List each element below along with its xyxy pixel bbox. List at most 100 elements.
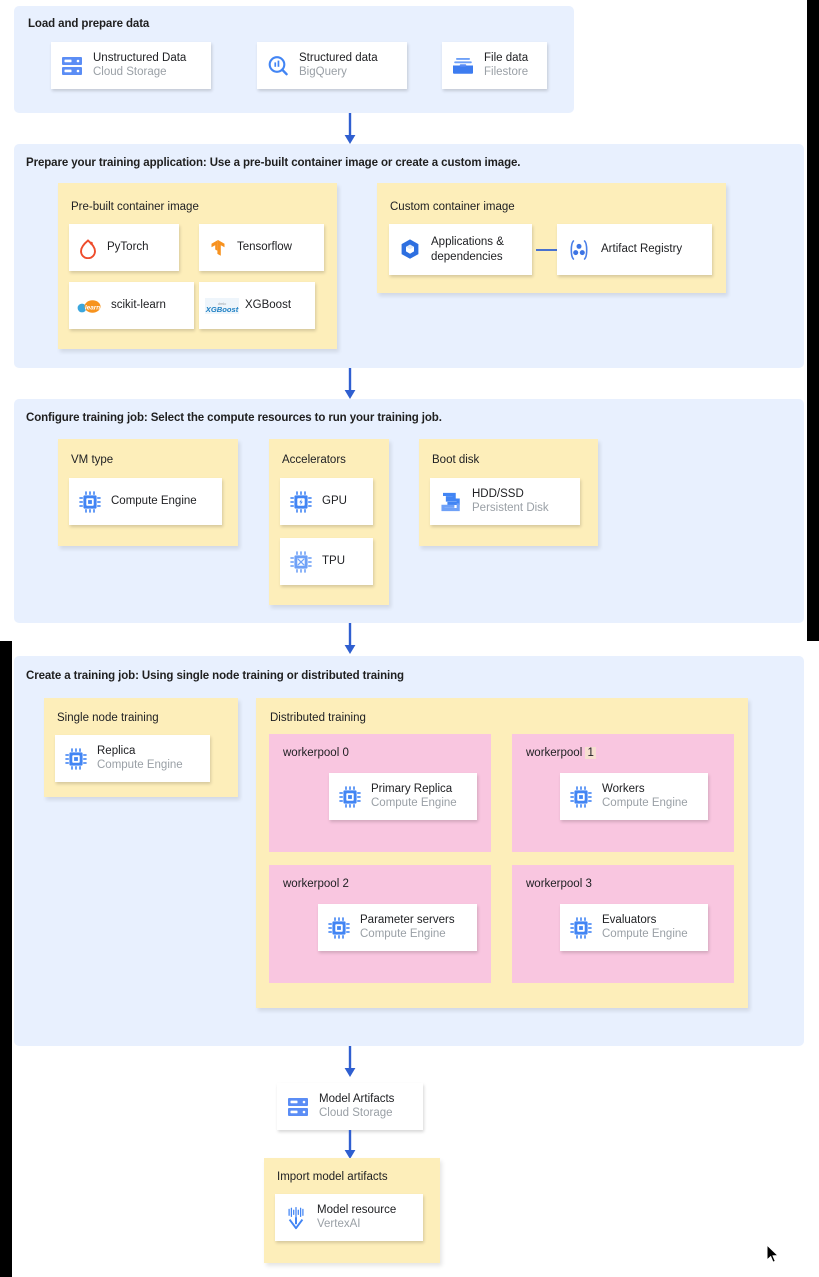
- card-title: Unstructured Data: [93, 51, 187, 64]
- card-compute-engine-vm[interactable]: Compute Engine: [69, 478, 222, 525]
- xgboost-icon: dmlc XGBoost: [199, 282, 245, 329]
- card-replica[interactable]: Replica Compute Engine: [55, 735, 210, 782]
- group-accelerators: Accelerators: [269, 439, 389, 605]
- card-workers-text: Workers Compute Engine: [602, 782, 688, 811]
- workerpool-index: 3: [585, 878, 592, 890]
- workerpool-index: 2: [342, 878, 349, 890]
- tpu-chip-icon: [280, 538, 322, 585]
- group-vm-type-title: VM type: [71, 454, 114, 466]
- card-title: Replica: [97, 744, 136, 757]
- workerpool-3-label: workerpool 3: [526, 878, 592, 890]
- group-boot-disk-title: Boot disk: [432, 454, 480, 466]
- card-title: scikit-learn: [111, 299, 166, 312]
- card-subtitle: BigQuery: [299, 66, 347, 79]
- card-file-data[interactable]: File data Filestore: [442, 42, 547, 89]
- card-scikit-learn[interactable]: learn scikit-learn: [69, 282, 194, 329]
- card-subtitle: VertexAI: [317, 1218, 361, 1231]
- group-custom-title: Custom container image: [390, 201, 515, 213]
- card-title: TPU: [322, 555, 345, 568]
- svg-text:dmlc: dmlc: [218, 301, 226, 306]
- workerpool-1-label: workerpool 1: [526, 747, 596, 759]
- group-custom-container-image: Custom container image Applications & de…: [377, 183, 726, 293]
- card-gpu[interactable]: GPU: [280, 478, 373, 525]
- card-applications-and-dependencies[interactable]: Applications & dependencies: [389, 224, 532, 275]
- cpu-chip-icon: [318, 904, 360, 951]
- card-model-resource-text: Model resource VertexAI: [317, 1203, 396, 1232]
- arrow-prepare-to-configure: [344, 368, 356, 399]
- card-model-artifacts-text: Model Artifacts Cloud Storage: [319, 1092, 394, 1121]
- arrow-configure-to-create: [344, 623, 356, 654]
- filestore-icon: [442, 42, 484, 89]
- cpu-chip-icon: [55, 735, 97, 782]
- card-artifact-registry-text: Artifact Registry: [601, 242, 682, 256]
- card-title: GPU: [322, 495, 347, 508]
- card-xgboost[interactable]: dmlc XGBoost XGBoost: [199, 282, 315, 329]
- cloud-storage-icon: [277, 1083, 319, 1130]
- section-prepare-training-application: Prepare your training application: Use a…: [14, 144, 804, 368]
- mouse-cursor: [766, 1244, 780, 1263]
- workerpool-1: workerpool 1: [512, 734, 734, 852]
- card-parameter-servers[interactable]: Parameter servers Compute Engine: [318, 904, 487, 963]
- card-file-data-text: File data Filestore: [484, 51, 528, 80]
- card-primary-replica[interactable]: Primary Replica Compute Engine: [329, 773, 487, 832]
- section-configure-title: Configure training job: Select the compu…: [26, 412, 442, 424]
- workerpool-3: workerpool 3: [512, 865, 734, 983]
- card-title: Primary Replica: [371, 782, 453, 795]
- workerpool-2: workerpool 2: [269, 865, 491, 983]
- section-create-title: Create a training job: Using single node…: [26, 670, 404, 682]
- card-parameter-servers-text: Parameter servers Compute Engine: [360, 913, 455, 942]
- card-tensorflow[interactable]: Tensorflow: [199, 224, 324, 271]
- card-artifact-registry[interactable]: Artifact Registry: [557, 224, 712, 275]
- section-load-title: Load and prepare data: [28, 18, 150, 30]
- section-configure-training-job: Configure training job: Select the compu…: [14, 399, 804, 623]
- card-title: Applications & dependencies: [431, 236, 504, 263]
- card-title: Artifact Registry: [601, 243, 683, 256]
- card-tpu[interactable]: TPU: [280, 538, 373, 585]
- card-applications-and-dependencies-text: Applications & dependencies: [431, 235, 519, 264]
- card-structured-data[interactable]: Structured data BigQuery: [257, 42, 407, 89]
- group-accelerators-title: Accelerators: [282, 454, 346, 466]
- card-subtitle: Compute Engine: [602, 797, 688, 810]
- section-prepare-title: Prepare your training application: Use a…: [26, 157, 521, 169]
- persistent-disk-icon: [430, 478, 472, 525]
- card-unstructured-data[interactable]: Unstructured Data Cloud Storage: [51, 42, 211, 89]
- card-evaluators[interactable]: Evaluators Compute Engine: [560, 904, 718, 963]
- workerpool-label: workerpool: [283, 878, 340, 890]
- workerpool-0-label: workerpool 0: [283, 747, 349, 759]
- workerpool-label: workerpool: [526, 878, 583, 890]
- workerpool-label: workerpool: [526, 747, 583, 759]
- card-title: Evaluators: [602, 913, 657, 926]
- group-boot-disk: Boot disk HDD/SSD Persistent Disk: [419, 439, 598, 546]
- card-model-artifacts[interactable]: Model Artifacts Cloud Storage: [277, 1083, 423, 1130]
- card-structured-data-text: Structured data BigQuery: [299, 51, 378, 80]
- artifact-registry-icon: [557, 224, 601, 275]
- card-title: Workers: [602, 782, 645, 795]
- card-replica-text: Replica Compute Engine: [97, 744, 183, 773]
- card-scikit-learn-text: scikit-learn: [111, 298, 166, 312]
- cpu-chip-icon: [560, 773, 602, 820]
- card-title: PyTorch: [107, 241, 149, 254]
- svg-text:learn: learn: [85, 304, 100, 311]
- card-tensorflow-text: Tensorflow: [237, 240, 292, 254]
- card-xgboost-text: XGBoost: [245, 298, 291, 312]
- card-tpu-text: TPU: [322, 554, 345, 568]
- section-load-and-prepare-data: Load and prepare data Unstructured Data …: [14, 6, 574, 113]
- workerpool-label: workerpool: [283, 747, 340, 759]
- card-workers[interactable]: Workers Compute Engine: [560, 773, 718, 832]
- card-hdd-ssd[interactable]: HDD/SSD Persistent Disk: [430, 478, 580, 525]
- kubernetes-box-icon: [389, 224, 431, 275]
- group-distributed-training: Distributed training workerpool 0: [256, 698, 748, 1008]
- group-single-node-training: Single node training: [44, 698, 238, 797]
- group-import-title: Import model artifacts: [277, 1171, 388, 1183]
- card-pytorch[interactable]: PyTorch: [69, 224, 179, 271]
- cpu-chip-icon: [69, 478, 111, 525]
- right-edge-bar: [807, 0, 819, 641]
- card-model-resource[interactable]: Model resource VertexAI: [275, 1194, 423, 1241]
- card-primary-replica-text: Primary Replica Compute Engine: [371, 782, 457, 811]
- card-subtitle: Persistent Disk: [472, 502, 549, 515]
- group-prebuilt-container-image: Pre-built container image PyTorch: [58, 183, 337, 349]
- arrow-create-to-artifacts: [344, 1046, 356, 1077]
- card-title: HDD/SSD: [472, 487, 524, 500]
- pytorch-icon: [69, 224, 107, 271]
